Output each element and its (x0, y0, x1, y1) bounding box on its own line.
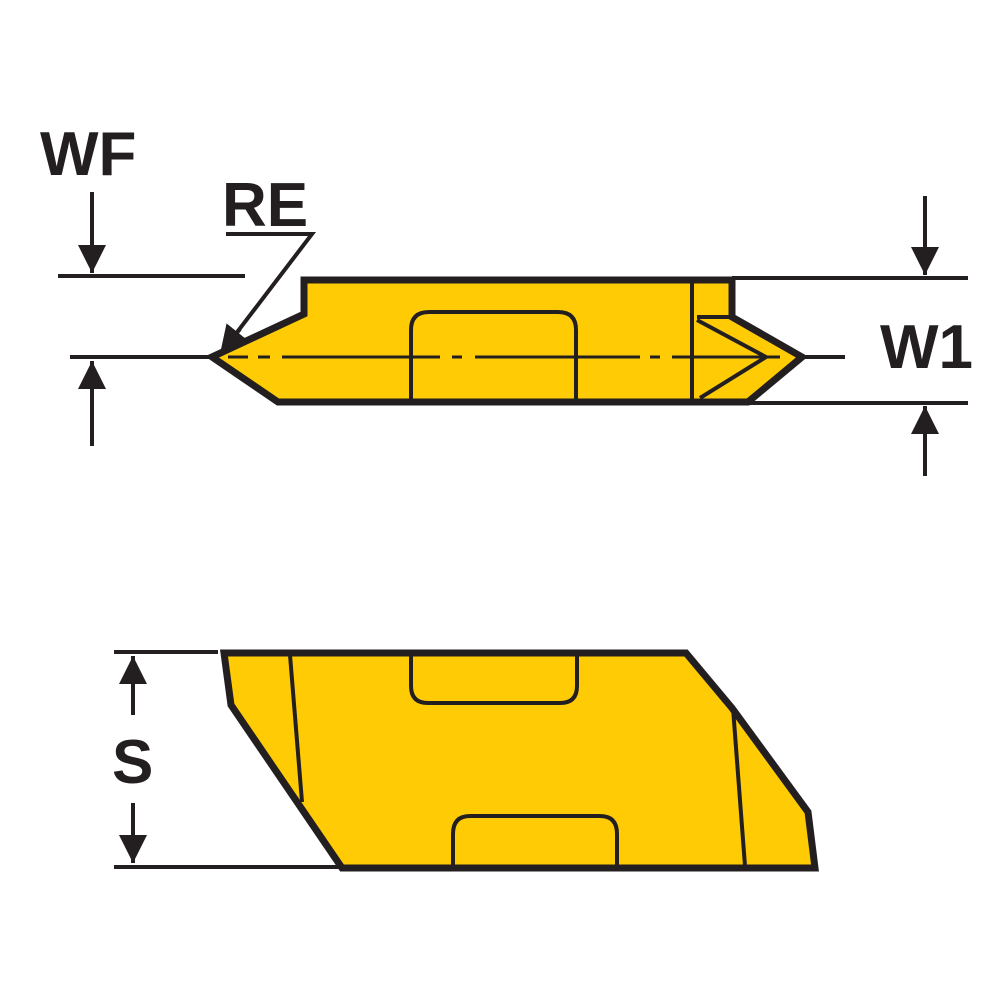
s-label: S (112, 728, 153, 797)
insert-side-body (219, 649, 819, 872)
w1-label: W1 (880, 313, 973, 382)
top-view: WF RE W1 (40, 120, 973, 476)
chip-pocket-upper (409, 655, 579, 705)
chip-pocket-top (409, 310, 578, 402)
chip-pocket-lower (451, 814, 619, 866)
wf-label: WF (40, 120, 136, 189)
right-edge-line (731, 707, 747, 867)
insert-top-body (204, 276, 809, 406)
re-label: RE (222, 171, 308, 240)
re-arrow-icon (218, 323, 249, 356)
side-view: S (112, 649, 819, 872)
left-edge-line (288, 654, 304, 803)
re-leader-line (220, 232, 317, 354)
